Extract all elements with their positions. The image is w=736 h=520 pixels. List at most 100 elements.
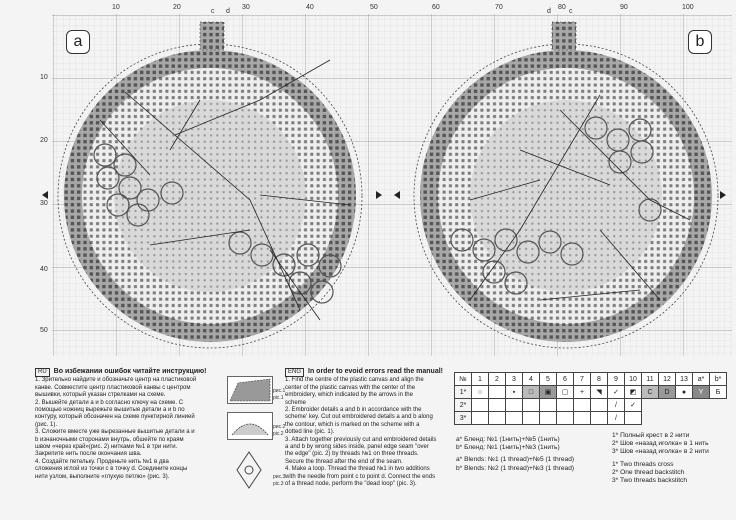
ru-line: (рис. 1). (35, 421, 58, 428)
eng-line: a and b by wrong sides inside, panel edg… (285, 444, 429, 451)
blend-en-b: b* Blends: №2 (1 thread)+№3 (1 thread) (456, 464, 575, 472)
panel-label-b: b (688, 30, 712, 54)
key-header-cell: 4 (522, 372, 540, 386)
marker-c-right: c (569, 8, 573, 15)
key-header-cell: 1 (471, 372, 489, 386)
key-row-label: 1* (454, 385, 472, 399)
panel-label-a: a (66, 30, 90, 54)
fig2-label-ru: рис.2 (273, 424, 286, 430)
key-header-cell: 7 (573, 372, 591, 386)
ru-line: нити узлом, выполните «глухую петлю» (ри… (35, 473, 170, 480)
key-header-cell: a* (692, 372, 710, 386)
marker-c-left: c (211, 8, 215, 15)
ornament-a (57, 21, 363, 349)
key-header-cell: b* (709, 372, 727, 386)
key-header-cell: 5 (539, 372, 557, 386)
fig1-label-en: pic.1 (273, 395, 284, 401)
ru-line: b изнаночными сторонами внутрь, обшейте … (35, 436, 184, 443)
axis-side-10: 10 (40, 74, 48, 81)
eng-line: of a thread node, perform the "dead loop… (285, 481, 417, 488)
fig3-label-ru: рис.3 (273, 474, 286, 480)
key-row-label: 3* (454, 411, 472, 425)
key-symbol-3: ▪ (505, 385, 523, 399)
stitch-en-3: 3* Two threads backstitch (612, 477, 688, 485)
stitch-ru-2: 2* Шов «назад иголка» в 1 нить (612, 440, 709, 448)
ru-line: канве. Совместите центр пластиковой канв… (35, 384, 191, 391)
key-symbol-a: Y (692, 385, 710, 399)
axis-top-20: 20 (173, 4, 181, 11)
blend-legend: a* Бленд: №1 (1нить)+№5 (1нить) b* Бленд… (456, 436, 574, 473)
color-key-table: № 1 2 3 4 5 6 7 8 9 10 11 12 13 a* b* 1*… (454, 372, 727, 425)
ru-line: контуру, который обозначен на схеме пунк… (35, 414, 195, 421)
key-row2-symbol-9: / (607, 398, 625, 412)
ru-line: сложения иглой из точки c в точку d. Сое… (35, 466, 188, 473)
figure-3 (227, 450, 271, 490)
key-header-cell: 9 (607, 372, 625, 386)
blend-ru-b: b* Бленд: №1 (1нить)+№3 (1нить) (456, 444, 560, 452)
key-symbol-11: C (641, 385, 659, 399)
fig1-label-ru: рис.1 (273, 388, 286, 394)
axis-top-80: 80 (558, 4, 566, 11)
key-header-row: № 1 2 3 4 5 6 7 8 9 10 11 12 13 a* b* (454, 372, 727, 386)
ru-line: вышивки, который указан стрелками на схе… (35, 392, 166, 399)
ru-heading: Во избежании ошибок читайте инструкцию! (53, 368, 207, 375)
eng-line: center of the plastic canvas with the ce… (285, 384, 416, 391)
fig3-label-en: pic.3 (273, 481, 284, 487)
key-header-cell: 13 (675, 372, 693, 386)
key-symbol-8: ◥ (590, 385, 608, 399)
eng-line: 4. Make a loop. Thread the thread №1 in … (285, 466, 430, 473)
ru-line: швом «через край»(рис. 2) нитками №1 в т… (35, 444, 178, 451)
eng-line: scheme (285, 399, 307, 406)
ru-line: 4. Создайте петельку. Проденьте нить №1 … (35, 458, 169, 465)
key-row2-symbol-10: ✓ (624, 398, 642, 412)
key-header-cell: 3 (505, 372, 523, 386)
eng-line: 2. Embroider details a and b in accordan… (285, 407, 422, 414)
eng-line: Secure the thread after the end of the s… (285, 458, 403, 465)
ru-line: 1. Зрительно найдите и обозначьте центр … (35, 377, 197, 384)
eng-line: embroidery, which indicated by the arrow… (285, 392, 413, 399)
axis-top-50: 50 (370, 4, 378, 11)
key-symbol-9: ✓ (607, 385, 625, 399)
axis-side-30: 30 (40, 200, 48, 207)
key-symbol-1: ○ (471, 385, 489, 399)
key-header-cell: 6 (556, 372, 574, 386)
key-symbol-5: ▣ (539, 385, 557, 399)
key-header-cell: 2 (488, 372, 506, 386)
eng-line: the edge" (pic. 2) by threads №1 on thre… (285, 451, 419, 458)
ru-line: помощью ножниц вырежьте вышитые детали a… (35, 407, 185, 414)
stitch-ru-3: 3* Шов «назад иголка» в 2 нити (612, 448, 709, 456)
marker-d-right: d (547, 8, 551, 15)
key-symbol-6: ▢ (556, 385, 574, 399)
blend-ru-a: a* Бленд: №1 (1нить)+№5 (1нить) (456, 436, 560, 443)
marker-d-left: d (226, 8, 230, 15)
stitch-en-1: 1* Two threads cross (612, 460, 674, 468)
pattern-grid-graphic (42, 14, 732, 356)
axis-top-90: 90 (620, 4, 628, 11)
key-symbol-4: □ (522, 385, 540, 399)
key-row3-symbol-9: / (607, 411, 625, 425)
key-symbol-10: ◩ (624, 385, 642, 399)
eng-line: with the needle from point c to point d.… (285, 473, 436, 480)
eng-line: scheme' key. Cut out embroidered details… (285, 414, 433, 421)
ornament-b (413, 21, 719, 349)
figure-1 (227, 376, 273, 404)
blend-en-a: a* Blends: №1 (1 thread)+№5 (1 thread) (456, 456, 575, 464)
key-row-1: 1* ○ ▪ □ ▣ ▢ + ◥ ✓ ◩ C D ● Y Б (454, 385, 727, 399)
fig2-label-en: pic.2 (273, 431, 284, 437)
axis-top-60: 60 (432, 4, 440, 11)
axis-top-100: 100 (682, 4, 694, 11)
axis-side-50: 50 (40, 327, 48, 334)
eng-line: dotted line (pic. 1). (285, 429, 335, 436)
stitch-en-2: 2* One thread backstitch (612, 468, 685, 476)
key-header-cell: 10 (624, 372, 642, 386)
stitch-legend: 1* Полный крест в 2 нити 2* Шов «назад и… (612, 432, 709, 485)
ru-line: Закрепите нить после окончания шва. (35, 451, 142, 458)
figure-2 (227, 412, 273, 440)
key-header-cell: 8 (590, 372, 608, 386)
key-row-label: 2* (454, 398, 472, 412)
key-symbol-b: Б (709, 385, 727, 399)
